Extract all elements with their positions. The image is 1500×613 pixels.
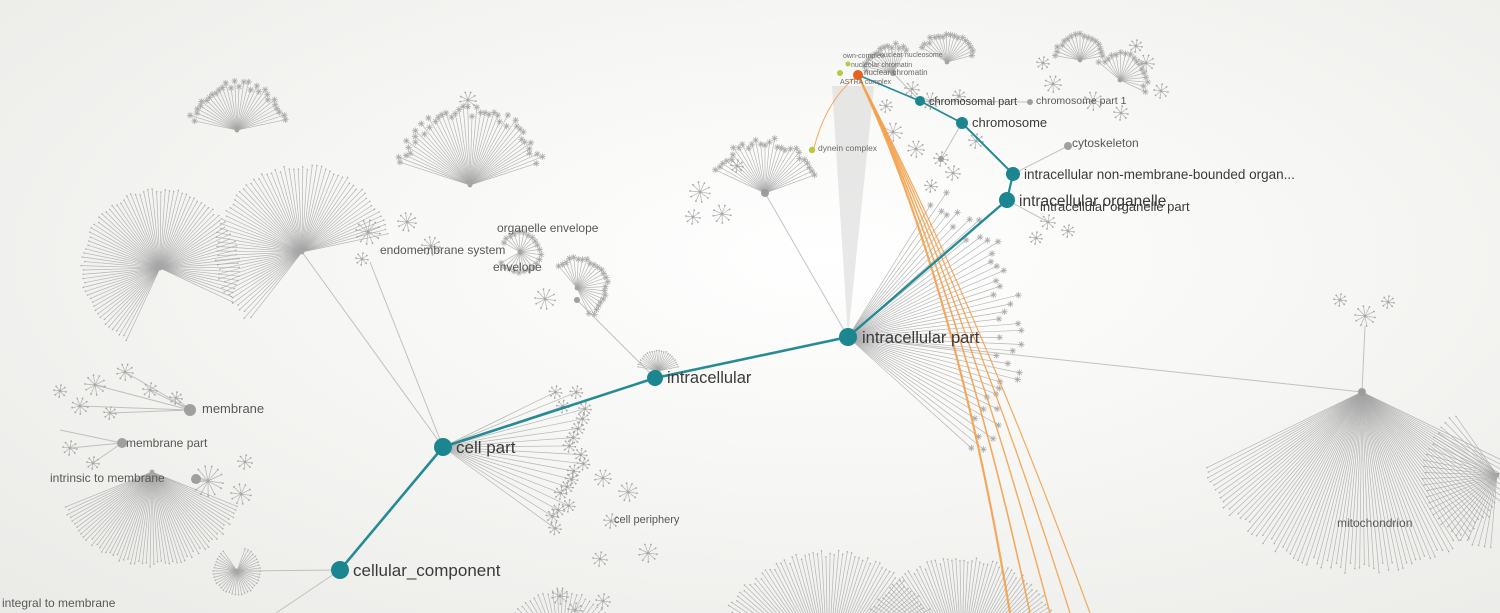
label-intracellular-organelle-part: intracellular organelle part: [1040, 199, 1190, 214]
node-intracellular_part[interactable]: [839, 328, 857, 346]
label-dynein-complex: dynein complex: [818, 143, 878, 153]
gray-node[interactable]: [191, 474, 201, 484]
label-intracellular: intracellular: [667, 369, 752, 387]
label-own-complex: own-complex: [843, 53, 885, 60]
gray-node[interactable]: [938, 156, 944, 162]
fan-cluster: [395, 103, 546, 188]
node-intracellular_organelle[interactable]: [999, 192, 1015, 208]
fan-cluster: [64, 469, 238, 568]
gray-node[interactable]: [1358, 388, 1366, 396]
fan-cluster: [555, 254, 612, 318]
gray-hub-nodes: [117, 70, 1366, 484]
fan-cluster: [845, 189, 1025, 453]
label-cellular_component: cellular_component: [353, 561, 501, 580]
node-intracellular[interactable]: [647, 370, 663, 386]
label-membrane: membrane: [202, 401, 264, 416]
gray-node[interactable]: [1027, 99, 1033, 105]
fan-cluster: [1095, 49, 1151, 95]
orange-relation-edges: [813, 74, 1091, 613]
label-intrinsic-to-membrane: intrinsic to membrane: [50, 471, 165, 485]
green-node[interactable]: [837, 70, 843, 76]
fan-cluster: [1206, 389, 1500, 574]
highlight-wedge: [832, 86, 874, 337]
green-nodes: [808, 61, 851, 154]
label-endomembrane-system: endomembrane system: [380, 243, 505, 257]
label-organelle-envelope: organelle envelope: [497, 221, 599, 235]
gray-node[interactable]: [1064, 142, 1072, 150]
label-membrane-part: membrane part: [126, 436, 208, 450]
label-astra-complex: ASTRA complex: [840, 79, 891, 86]
label-chromosome-part-1: chromosome part 1: [1036, 95, 1127, 107]
fan-cluster: [212, 548, 262, 596]
fan-cluster: [637, 349, 679, 374]
fan-cluster: [80, 188, 241, 342]
node-intracellular_nmb[interactable]: [1006, 167, 1020, 181]
label-cytoskeleton: cytoskeleton: [1072, 136, 1139, 150]
label-intracellular_organelle: intracellular organelle: [1019, 193, 1166, 210]
green-node[interactable]: [808, 146, 816, 154]
green-node[interactable]: [845, 61, 851, 67]
fan-cluster: [861, 40, 910, 76]
label-chromosome: chromosome: [972, 115, 1047, 130]
label-chromosomal_part: chromosomal part: [929, 96, 1017, 108]
fan-cluster: [497, 228, 545, 276]
node-chromosomal_part[interactable]: [915, 96, 925, 106]
gray-node[interactable]: [184, 404, 196, 416]
label-intracellular_part: intracellular part: [862, 329, 980, 347]
node-cell_part[interactable]: [434, 438, 452, 456]
fan-cluster: [1051, 30, 1106, 63]
gray-node[interactable]: [117, 438, 127, 448]
selected-path-edges: [339, 74, 1015, 571]
label-intracellular_nmb: intracellular non-membrane-bounded organ…: [1024, 167, 1295, 182]
fan-cluster: [514, 589, 607, 613]
gray-edges: [59, 72, 1366, 613]
label-cell-periphery: cell periphery: [614, 514, 680, 526]
rosette-clusters: [53, 39, 1395, 613]
label-nucleolar-chromatin: nucleolar chromatin: [851, 62, 912, 69]
gray-node[interactable]: [761, 189, 769, 197]
fan-cluster: [214, 164, 389, 319]
label-mitochondrion: mitochondrion: [1337, 516, 1412, 530]
label-cell_part: cell part: [456, 438, 516, 457]
fan-cluster: [1421, 415, 1500, 549]
label-nuclear-chromatin: nuclear chromatin: [864, 68, 928, 77]
node-chromosome[interactable]: [956, 117, 968, 129]
fan-cluster: [727, 549, 931, 613]
fan-cluster: [186, 77, 289, 133]
label-envelope: envelope: [493, 260, 542, 274]
fan-cluster: [918, 31, 977, 65]
cluster-labels: organelle envelope endomembrane system env…: [2, 52, 1412, 610]
label-nuclear-nucleosome: nuclear nucleosome: [880, 52, 943, 59]
label-integral-to-membrane: integral to membrane: [2, 596, 116, 610]
gray-node[interactable]: [574, 297, 580, 303]
fan-cluster: [440, 385, 592, 536]
node-cellular_component[interactable]: [331, 561, 349, 579]
gray-node[interactable]: [890, 70, 896, 76]
fan-cluster: [712, 135, 818, 196]
node-nuclear_chromatin[interactable]: [853, 70, 863, 80]
path-nodes: cellular_component cell part intracellular…: [331, 70, 1295, 580]
